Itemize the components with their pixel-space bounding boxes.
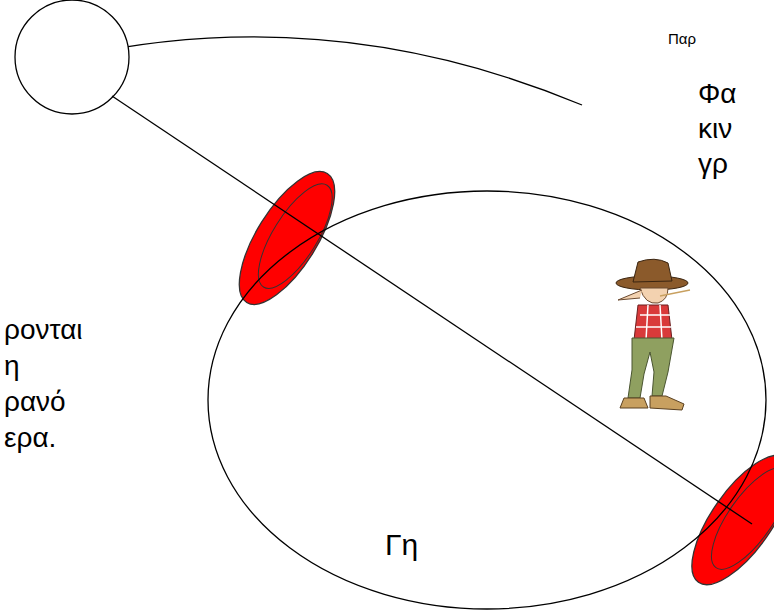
farmer-figure [616,259,690,410]
shoe [620,398,648,408]
text-fragment: Φα κιν γρ [698,76,737,181]
text-fragment: Παρ [668,30,696,48]
moon-circle [15,0,129,114]
text-fragment: Φα κιν γρ [698,76,737,181]
nose [618,290,642,300]
text-fragment: Παρ [668,30,696,48]
earth-circle: Γη [207,190,767,610]
text-fragment: ρονται η ρανό ερα. [4,312,83,456]
text-fragment: ρονται η ρανό ερα. [4,312,83,456]
node-label: Γη [385,528,418,562]
shadow-ellipse [245,174,346,299]
earth-outline [207,190,767,610]
plaid-lines [636,305,671,340]
sight-line [112,96,752,524]
hat-crown [633,259,672,282]
shoe [650,396,684,410]
straw [660,290,690,296]
shadow-ellipse [674,441,774,600]
green-trousers [628,338,674,398]
shadow-ellipse [674,441,774,600]
plaid-shirt [634,305,672,340]
orbit-arc [73,37,582,105]
earth-outline [208,191,766,609]
shadow-ellipse [698,457,774,581]
